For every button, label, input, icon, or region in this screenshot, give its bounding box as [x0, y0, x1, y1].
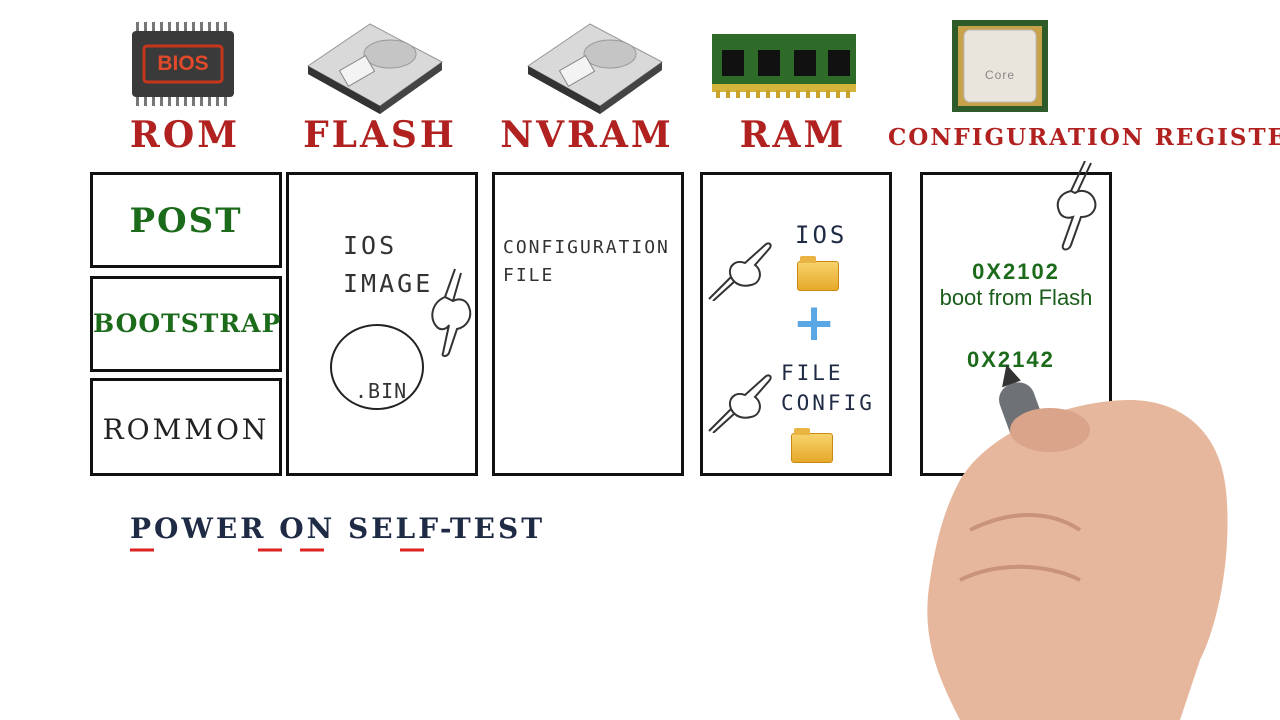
pointing-hand-icon	[431, 268, 472, 357]
bin-circle	[330, 324, 424, 410]
cpu-icon: Core	[952, 20, 1048, 112]
heading-rom: ROM	[129, 114, 241, 156]
heading-flash: FLASH	[303, 114, 457, 156]
caption-underline-marks	[130, 548, 424, 552]
heading-ram: RAM	[739, 114, 847, 156]
ram-file-label: FILE	[781, 361, 844, 385]
flash-image-label: IMAGE	[343, 269, 434, 298]
rom-rommon-label: ROMMON	[102, 413, 270, 446]
heading-configuration-register: CONFIGURATION REGISTER	[888, 124, 1280, 151]
folder-icon	[797, 256, 839, 291]
power-on-self-test-caption: POWER ON SELF-TEST	[130, 512, 546, 545]
bin-file-label: .BIN	[355, 379, 408, 403]
pointing-hand-icon	[1056, 161, 1097, 251]
nvram-box: CONFIGURATION FILE	[492, 172, 684, 476]
flash-box: IOS IMAGE .BIN	[286, 172, 478, 476]
pointing-hand-icon	[708, 242, 772, 301]
config-value-0x2142: 0X2142	[967, 347, 1055, 372]
hard-drive-icon	[302, 14, 448, 120]
bios-chip-icon: BIOS	[130, 22, 236, 106]
plus-icon: +	[792, 293, 836, 353]
drawing-hand-with-marker	[927, 364, 1228, 720]
rom-bootstrap-label: BOOTSTRAP	[93, 309, 282, 338]
heading-nvram: NVRAM	[500, 114, 674, 156]
folder-icon	[791, 428, 833, 463]
ram-config-label: CONFIG	[781, 391, 875, 415]
config-value-0x2102-desc: boot from Flash	[939, 285, 1093, 310]
pointing-hand-icon	[708, 374, 772, 433]
cpu-label: Core	[984, 68, 1015, 82]
bios-chip-label: BIOS	[157, 52, 209, 75]
nvram-config-label: CONFIGURATION	[503, 237, 670, 258]
ram-box: IOS + FILE CONFIG	[700, 172, 892, 476]
rom-box-rommon: ROMMON	[90, 378, 282, 476]
rom-box-post: POST	[90, 172, 282, 268]
config-value-0x2102: 0X2102	[972, 259, 1060, 284]
ram-module-icon	[712, 34, 856, 100]
rom-box-bootstrap: BOOTSTRAP	[90, 276, 282, 372]
flash-ios-label: IOS	[343, 231, 398, 260]
ram-ios-label: IOS	[795, 221, 848, 249]
nvram-file-label: FILE	[503, 265, 555, 286]
rom-post-label: POST	[129, 201, 243, 241]
hard-drive-icon	[522, 14, 668, 120]
